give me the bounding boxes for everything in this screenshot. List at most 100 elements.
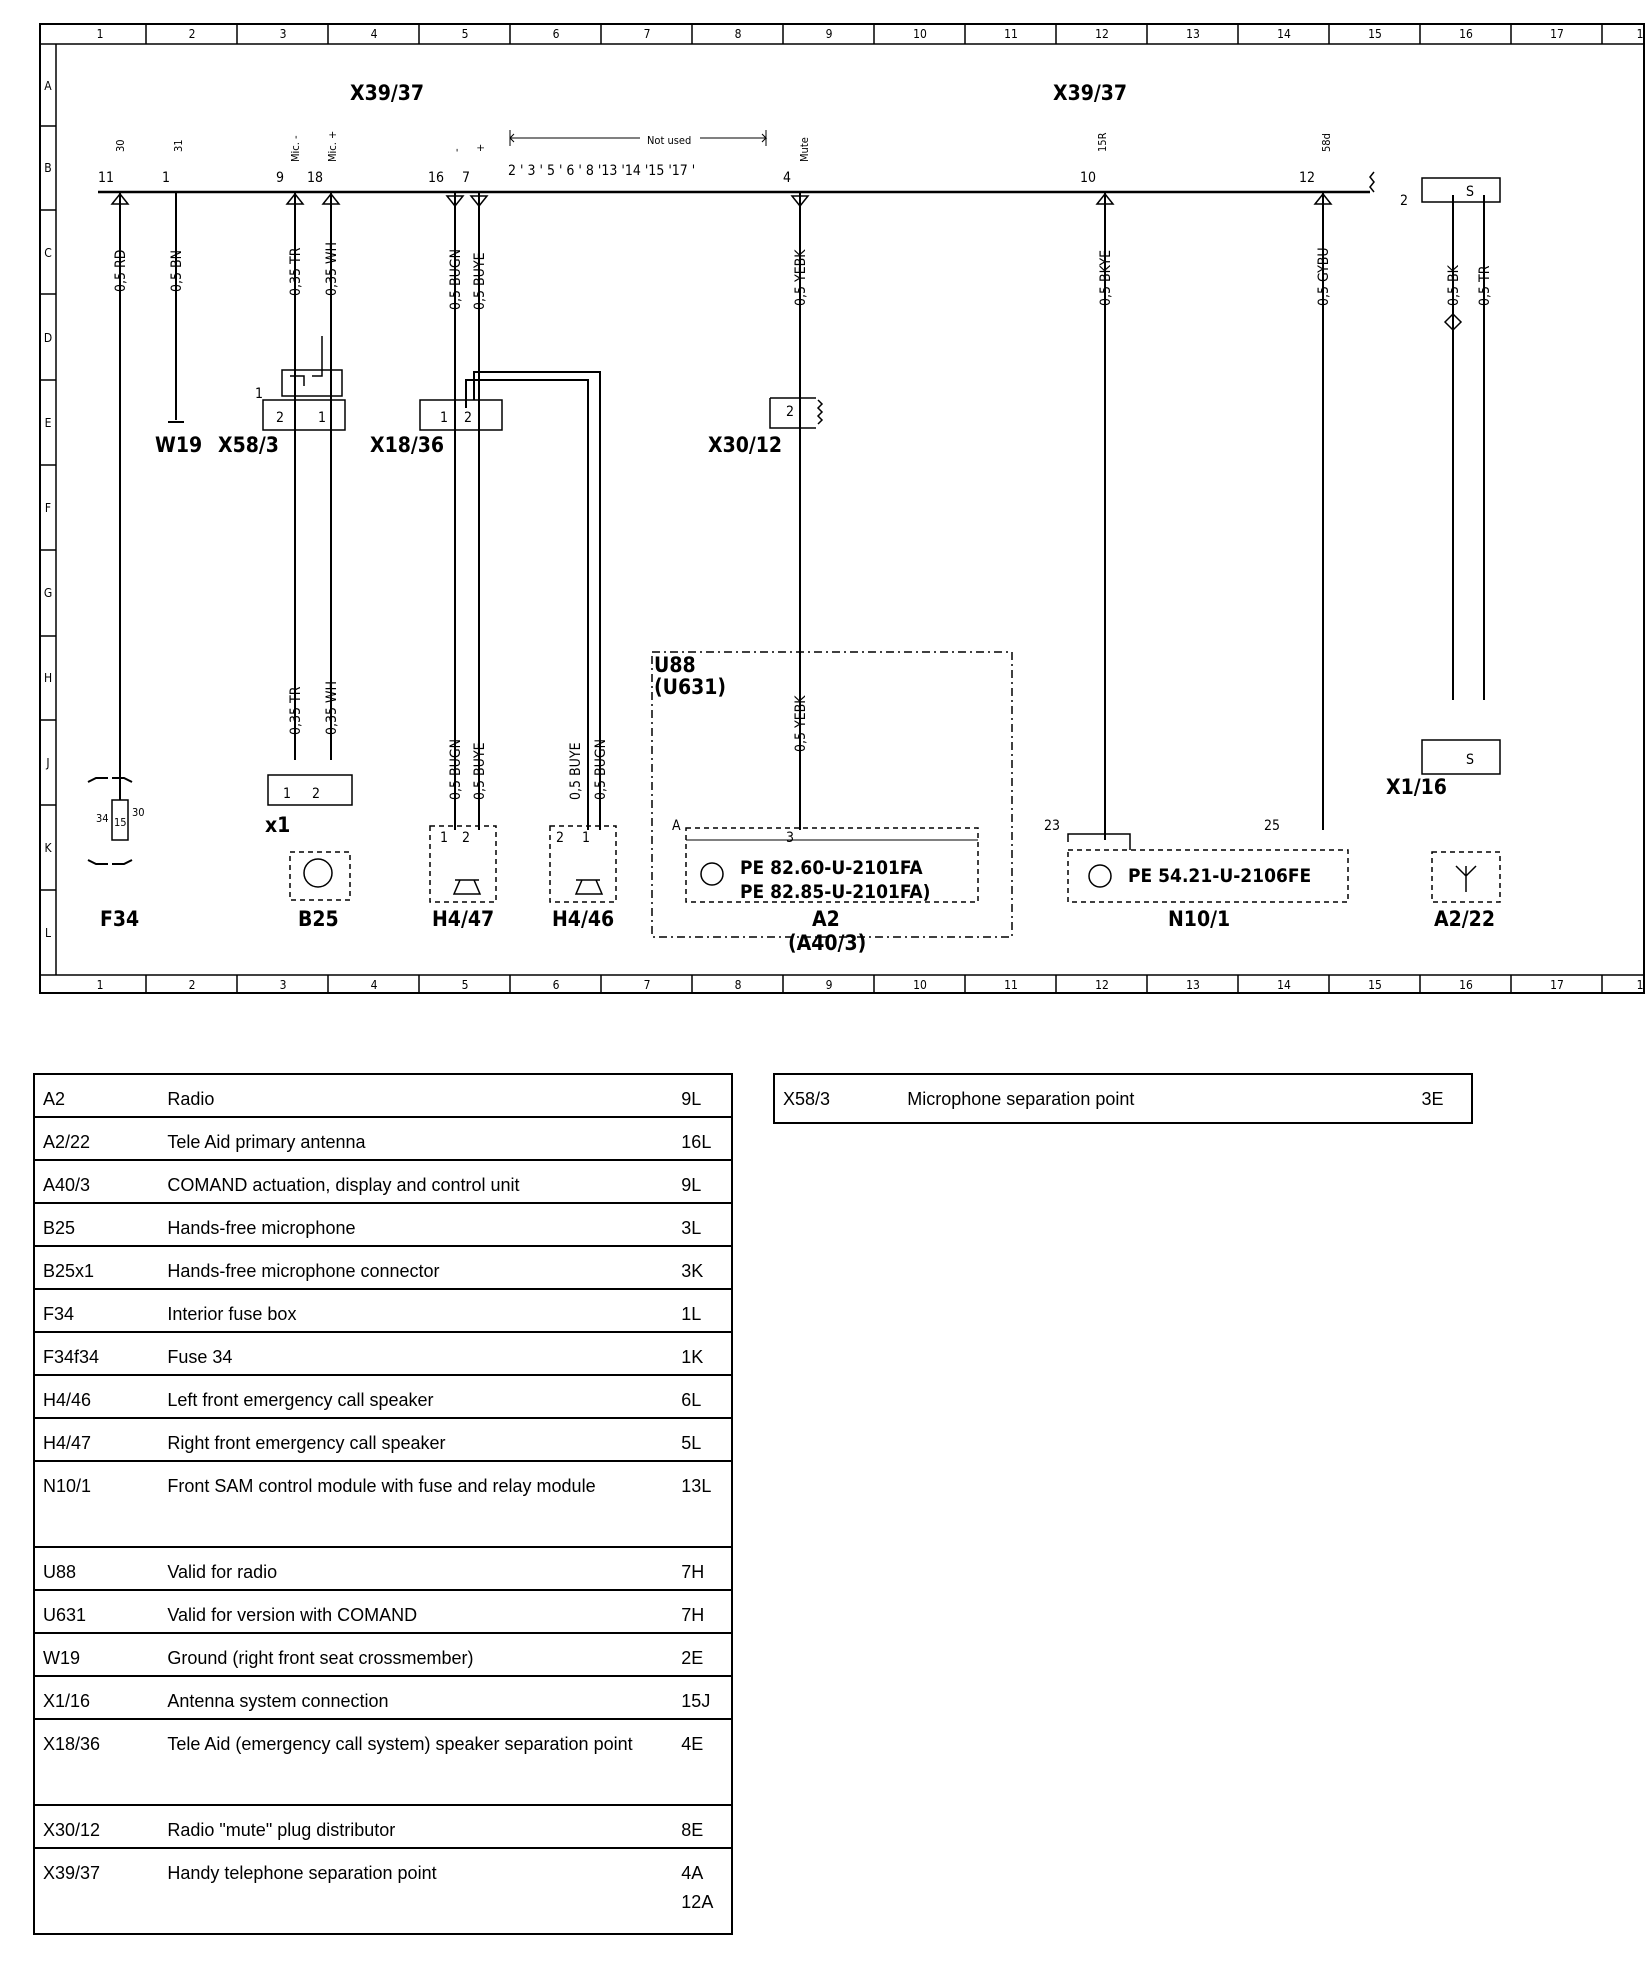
- module-n10-1: 23 25 PE 54.21-U-2106FE N10/1: [1044, 818, 1349, 931]
- legend-description: Hands-free microphone connector: [159, 1245, 674, 1290]
- grid-col: 5: [462, 27, 469, 41]
- legend-location: 8E: [673, 1804, 732, 1849]
- transistor-icon: [700, 862, 724, 886]
- connector-label-right: X39/37: [1053, 81, 1127, 105]
- grid-ticks: [40, 24, 1603, 993]
- grid-col: 2: [189, 978, 196, 992]
- transistor-icon: [1088, 864, 1112, 888]
- legend-location: 6L: [673, 1374, 732, 1419]
- b25x1-label: x1: [265, 813, 290, 837]
- grid-col: 6: [553, 978, 560, 992]
- not-used-label: Not used: [647, 134, 691, 147]
- legend-code: A2: [34, 1073, 160, 1118]
- x1-16-label: X1/16: [1386, 775, 1447, 799]
- a40-3-label: (A40/3): [788, 931, 866, 955]
- x58-pin: 1: [255, 386, 263, 402]
- signal-label: Mic. +: [326, 131, 339, 162]
- legend-code: H4/47: [34, 1417, 160, 1462]
- module-a2: A 3 PE 82.60-U-2101FA PE 82.85-U-2101FA)…: [672, 818, 979, 955]
- legend-code: B25: [34, 1202, 160, 1247]
- grid-row: A: [44, 79, 52, 93]
- x58-pin: 1: [318, 410, 326, 426]
- legend-description: Handy telephone separation point: [159, 1847, 674, 1935]
- wire-label: 0,5 YEBK: [793, 249, 809, 306]
- legend-code: B25x1: [34, 1245, 160, 1290]
- wire-label: 0,5 TR: [1477, 265, 1493, 306]
- unused-pins: 2 ' 3 ' 5 ' 6 ' 8 '13 '14 '15 '17 ': [508, 163, 695, 179]
- grid-row: C: [44, 246, 52, 260]
- x58-3-label: X58/3: [218, 433, 279, 457]
- wire-label: 0,5 BUYE: [568, 742, 584, 800]
- legend-location: 16L: [673, 1116, 732, 1161]
- speaker-icon: [452, 879, 482, 895]
- grid-col: 14: [1277, 978, 1291, 992]
- a2-label: A2: [812, 907, 840, 931]
- wire-label: 0,5 BK: [1446, 264, 1462, 306]
- grid-col: 1: [1637, 27, 1644, 41]
- wire-label: 0,35 WH: [324, 681, 340, 735]
- pin-label: 9: [276, 170, 284, 186]
- grid-row: G: [44, 586, 52, 600]
- wire-label: 0,5 BN: [169, 250, 185, 292]
- legend-description: COMAND actuation, display and control un…: [159, 1159, 674, 1204]
- legend-description: Hands-free microphone: [159, 1202, 674, 1247]
- pin-label: 16: [428, 170, 444, 186]
- grid-col: 1: [97, 978, 104, 992]
- signal-label: 30: [114, 139, 127, 152]
- wire-label: 0,5 BUGN: [448, 739, 464, 800]
- grid-row: J: [45, 756, 49, 770]
- wires: [119, 192, 1485, 840]
- connector-x39-37: X39/37 X39/37 Not used 2 ' 3 ' 5 ' 6 ' 8…: [98, 81, 1375, 194]
- h4-46-label: H4/46: [552, 907, 614, 931]
- microphone-icon: [303, 858, 333, 888]
- grid-col: 6: [553, 27, 560, 41]
- grid-col: 15: [1368, 978, 1382, 992]
- grid-col: 8: [735, 978, 742, 992]
- b25-pin: 2: [312, 786, 320, 802]
- x18-pin: 1: [440, 410, 448, 426]
- antenna-icon: [1455, 865, 1477, 892]
- connector-x30-12: 2 X30/12: [708, 397, 824, 457]
- grid-col: 12: [1095, 978, 1109, 992]
- legend-location: 1L: [673, 1288, 732, 1333]
- legend-code: U88: [34, 1546, 160, 1591]
- wire-label: 0,35 TR: [288, 686, 304, 735]
- grid-rows: A B C D E F G H J K L: [44, 79, 53, 940]
- grid-col: 16: [1459, 978, 1473, 992]
- n10-1-label: N10/1: [1168, 907, 1230, 931]
- x30-pin: 2: [786, 404, 794, 420]
- legend-description: Tele Aid primary antenna: [159, 1116, 674, 1161]
- fuse-pin: 15: [114, 816, 127, 829]
- pin-label: 18: [307, 170, 323, 186]
- grid-col: 10: [913, 27, 927, 41]
- fuse-pin: 30: [132, 806, 145, 819]
- legend-description: Left front emergency call speaker: [159, 1374, 674, 1419]
- grid-row: H: [44, 671, 52, 685]
- a2-pin: 3: [786, 830, 794, 846]
- wire-label: 0,5 BUGN: [593, 739, 609, 800]
- legend-location: 3L: [673, 1202, 732, 1247]
- legend-code: X1/16: [34, 1675, 160, 1720]
- legend-location: 9L: [673, 1159, 732, 1204]
- pin-label: 1: [162, 170, 170, 186]
- grid-row: E: [45, 416, 52, 430]
- microphone-b25: 1 2 x1 B25: [265, 774, 353, 931]
- grid-col: 7: [644, 978, 651, 992]
- grid-col: 9: [826, 978, 833, 992]
- connector-x58-3: X58/3 2 1 1: [218, 336, 346, 457]
- legend-description: Antenna system connection: [159, 1675, 674, 1720]
- legend-description: Radio: [159, 1073, 674, 1118]
- grid-columns-top: 1 2 3 4 5 6 7 8 9 10 11 12 13 14 15 16 1…: [97, 27, 1644, 41]
- pin-label: 2: [1400, 193, 1408, 209]
- signal-label: 15R: [1096, 132, 1109, 152]
- legend-description: Radio "mute" plug distributor: [159, 1804, 674, 1849]
- legend-code: F34: [34, 1288, 160, 1333]
